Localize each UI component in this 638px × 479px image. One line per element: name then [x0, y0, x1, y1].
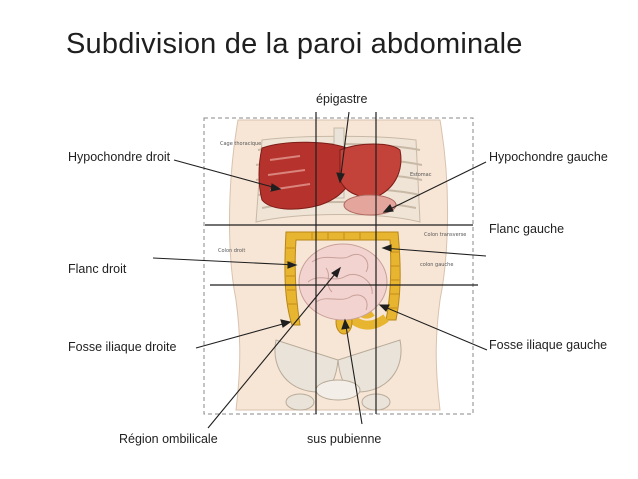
- tiny-label-cage: Cage thoracique: [220, 141, 261, 147]
- leader-sus-pubienne: [344, 319, 363, 425]
- figure-frame: [203, 117, 474, 415]
- label-flanc-droit: Flanc droit: [68, 262, 127, 276]
- label-hypochondre-droit: Hypochondre droit: [68, 150, 171, 164]
- tiny-label-estomac: Estomac: [410, 172, 432, 178]
- colon: [284, 231, 401, 326]
- region-grid: [205, 112, 478, 414]
- label-fosse-iliaque-gauche: Fosse iliaque gauche: [489, 338, 608, 352]
- leader-hypochondre-gauche: [383, 161, 487, 213]
- small-intestine: [298, 243, 388, 321]
- tiny-label-colon-droit: Colon droit: [218, 248, 245, 254]
- leader-fosse-iliaque-gauche: [379, 304, 488, 351]
- leader-epigastre: [339, 111, 350, 183]
- leader-flanc-droit: [152, 257, 297, 266]
- leader-fosse-iliaque-droite: [195, 321, 291, 349]
- label-region-ombilicale: Région ombilicale: [119, 432, 218, 446]
- page-title: Subdivision de la paroi abdominale: [66, 28, 523, 60]
- stomach: [339, 143, 402, 198]
- leader-flanc-gauche: [382, 247, 487, 257]
- tiny-label-colon-gauche: colon gauche: [420, 262, 453, 268]
- tiny-label-colon-transverse: Colon transverse: [424, 232, 466, 238]
- label-sus-pubienne: sus pubienne: [307, 432, 382, 446]
- label-fosse-iliaque-droite: Fosse iliaque droite: [68, 340, 177, 354]
- label-epigastre: épigastre: [316, 92, 368, 106]
- leader-hypochondre-droit: [173, 159, 281, 190]
- leader-region-ombilicale: [207, 267, 341, 429]
- label-flanc-gauche: Flanc gauche: [489, 222, 565, 236]
- label-hypochondre-gauche: Hypochondre gauche: [489, 150, 608, 164]
